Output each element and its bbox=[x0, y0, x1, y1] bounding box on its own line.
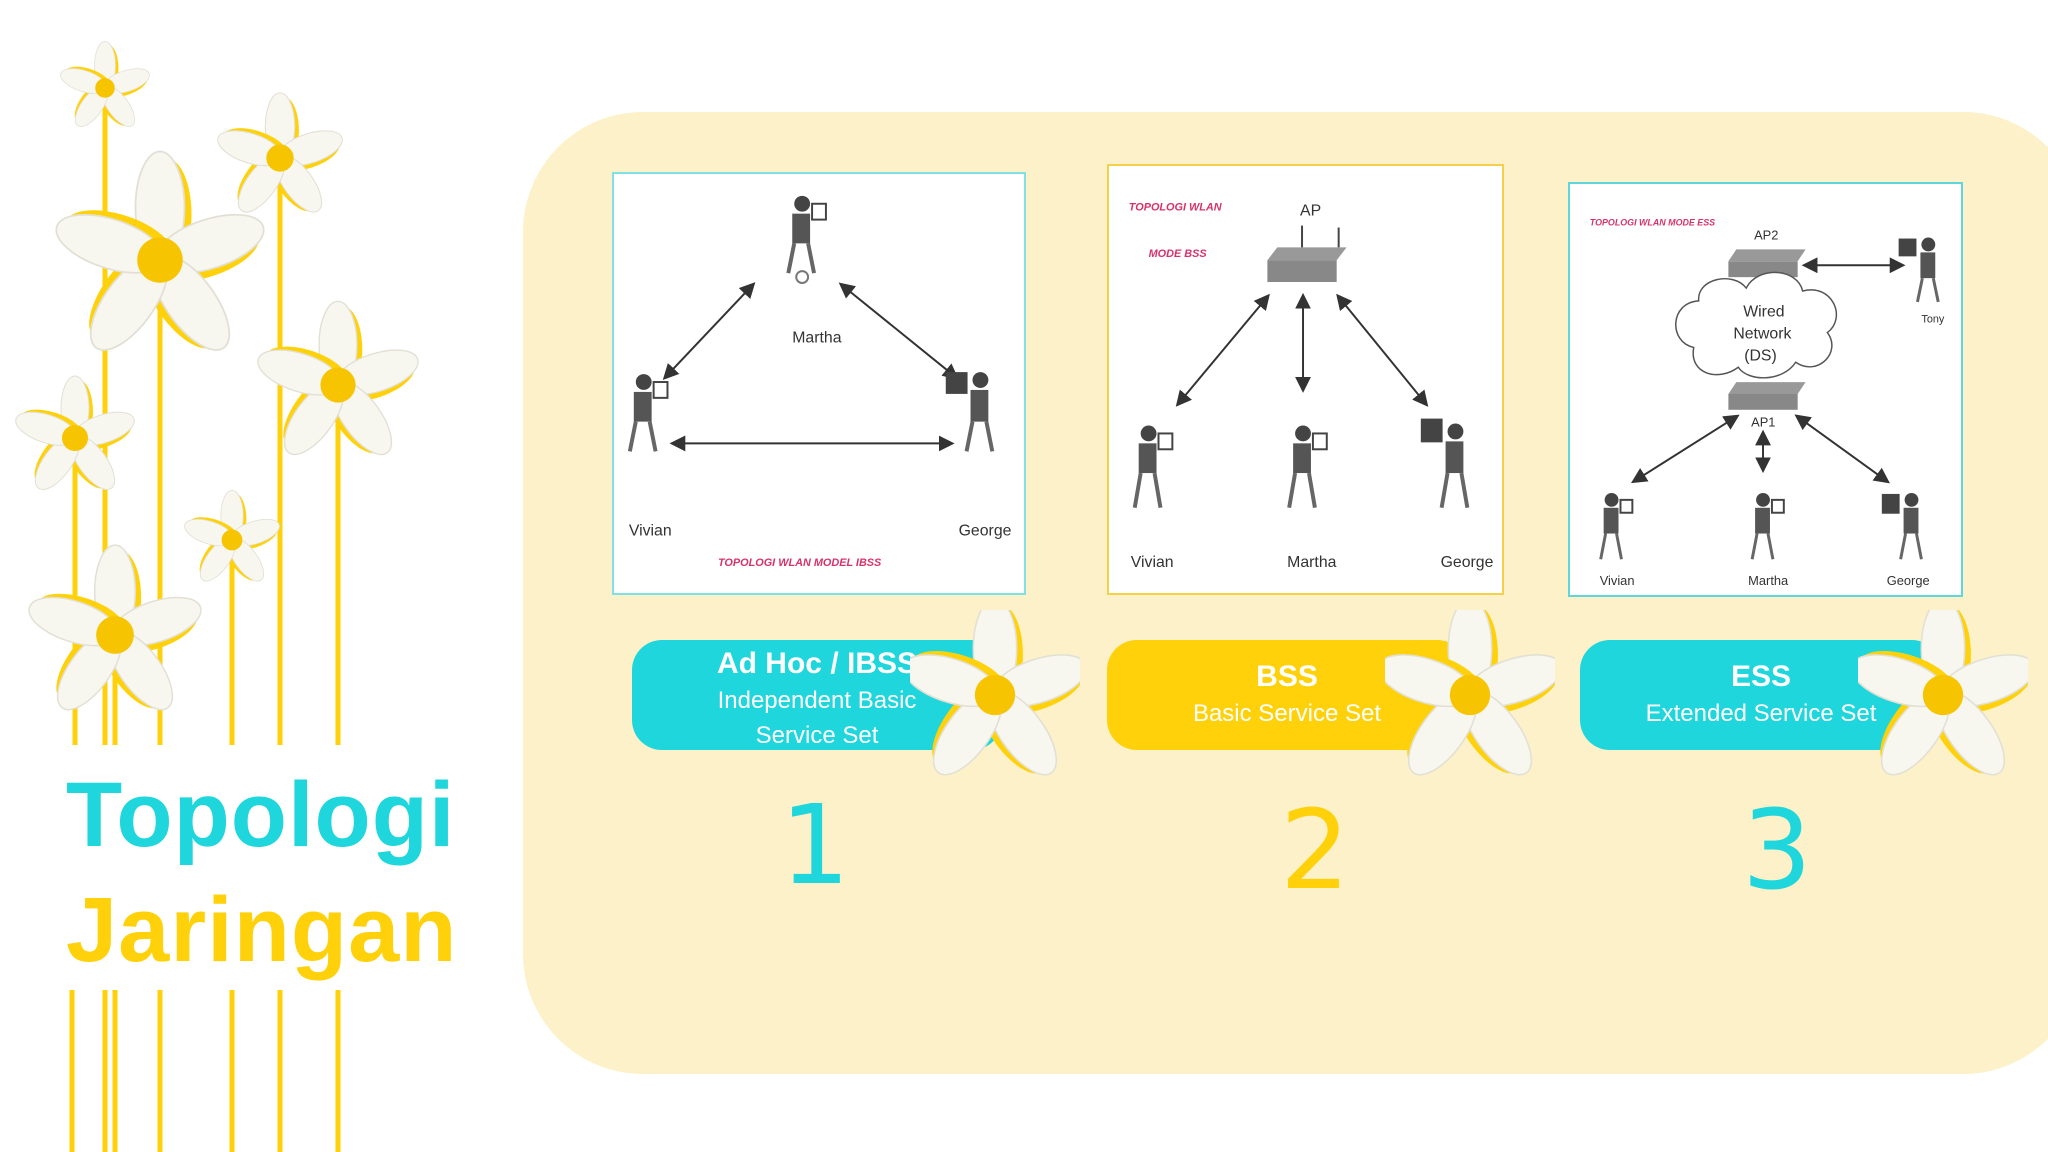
bss-caption-1: TOPOLOGI WLAN bbox=[1129, 202, 1223, 214]
ap2-label: AP2 bbox=[1754, 228, 1778, 243]
title-topologi: Topologi bbox=[66, 764, 456, 866]
person-laptop-icon bbox=[627, 374, 669, 452]
ibss-title: Ad Hoc / IBSS bbox=[716, 647, 918, 680]
person-laptop-icon bbox=[1599, 492, 1634, 560]
card-number-3: 3 bbox=[1742, 786, 1812, 914]
bss-caption-2: MODE BSS bbox=[1149, 248, 1208, 260]
title-jaringan: Jaringan bbox=[66, 879, 458, 981]
card-number-2: 2 bbox=[1280, 786, 1350, 914]
person-laptop-icon bbox=[1750, 492, 1785, 560]
ess-subtitle: Extended Service Set bbox=[1645, 700, 1877, 727]
node-martha: Martha bbox=[792, 329, 841, 346]
person-desktop-icon bbox=[1420, 418, 1470, 509]
ap1-label: AP1 bbox=[1751, 415, 1775, 430]
node-george: George bbox=[1441, 554, 1494, 571]
card-number-1: 1 bbox=[780, 781, 850, 909]
ibss-diagram: Martha Vivian George TOPOLOGI WLAN MODEL… bbox=[612, 172, 1026, 595]
access-point-icon bbox=[1267, 225, 1347, 282]
bss-diagram: TOPOLOGI WLAN MODE BSS AP bbox=[1107, 164, 1504, 595]
ess-title: ESS bbox=[1730, 660, 1792, 693]
node-vivian: Vivian bbox=[1131, 554, 1174, 571]
cloud-label-2: Network bbox=[1733, 326, 1791, 343]
node-vivian: Vivian bbox=[629, 523, 672, 540]
ibss-subtitle: Independent Basic Service Set bbox=[717, 687, 917, 749]
ap-label: AP bbox=[1300, 203, 1321, 220]
node-martha: Martha bbox=[1748, 573, 1789, 588]
ibss-caption: TOPOLOGI WLAN MODEL IBSS bbox=[718, 557, 882, 569]
node-martha: Martha bbox=[1287, 554, 1336, 571]
ess-diagram: TOPOLOGI WLAN MODE ESS AP2 Wired Network… bbox=[1568, 182, 1963, 597]
node-vivian: Vivian bbox=[1600, 573, 1635, 588]
person-desktop-icon bbox=[945, 372, 995, 452]
node-george: George bbox=[959, 523, 1012, 540]
bss-title: BSS bbox=[1256, 660, 1318, 693]
cloud-label-3: (DS) bbox=[1744, 347, 1777, 364]
person-laptop-icon bbox=[786, 195, 827, 284]
person-laptop-icon bbox=[1287, 425, 1328, 509]
access-point-icon bbox=[1728, 382, 1806, 410]
flower-icon bbox=[910, 610, 1080, 780]
cloud-icon bbox=[1675, 271, 1838, 379]
cloud-label-1: Wired bbox=[1743, 304, 1784, 321]
flower-icon bbox=[1858, 610, 2028, 780]
person-laptop-icon bbox=[1132, 425, 1174, 509]
person-desktop-icon bbox=[1881, 492, 1923, 560]
ess-caption: TOPOLOGI WLAN MODE ESS bbox=[1590, 218, 1715, 228]
flower-icon bbox=[1385, 610, 1555, 780]
flower-decoration bbox=[0, 0, 470, 1152]
person-desktop-icon bbox=[1898, 237, 1940, 303]
node-tony: Tony bbox=[1921, 314, 1945, 326]
node-george: George bbox=[1887, 573, 1930, 588]
bss-subtitle: Basic Service Set bbox=[1192, 700, 1382, 727]
